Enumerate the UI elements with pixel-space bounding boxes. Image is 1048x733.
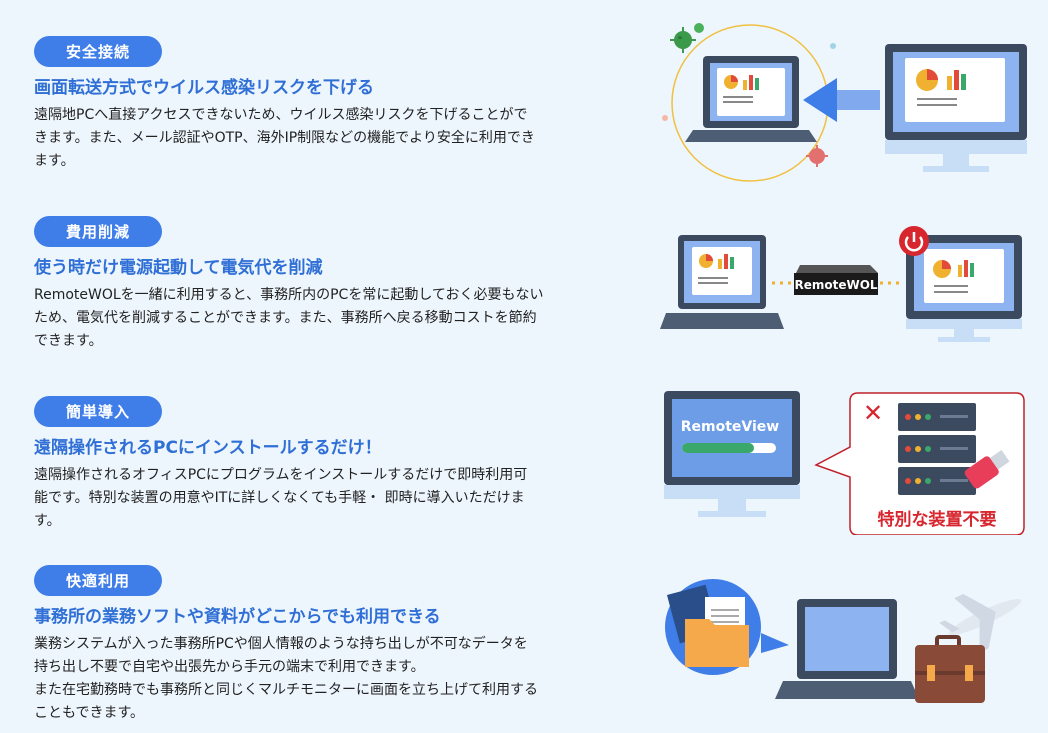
- feature-body: 業務システムが入った事務所PCや個人情報のような持ち出しが不可なデータを 持ち出…: [34, 636, 538, 721]
- monitor-icon: [906, 235, 1022, 342]
- feature-easy-install: 簡単導入 遠隔操作されるPCにインストールするだけ！ 遠隔操作されるオフィスPC…: [34, 396, 624, 533]
- comfortable-use-illustration: [665, 579, 1022, 703]
- x-mark-icon: ✕: [863, 399, 883, 427]
- feature-secure-connection: 安全接続 画面転送方式でウイルス感染リスクを下げる 遠隔地PCへ直接アクセスでき…: [34, 36, 624, 173]
- laptop-icon: [685, 56, 817, 142]
- callout-box: ✕ 特別な装置不要: [814, 392, 1025, 535]
- monitor-icon: RemoteView: [664, 391, 800, 517]
- feature-title: 使う時だけ電源起動して電気代を削減: [34, 258, 323, 278]
- power-icon: [899, 226, 929, 256]
- server-icon: [898, 403, 976, 495]
- monitor-icon: [885, 44, 1027, 172]
- feature-title: 遠隔操作されるPCにインストールするだけ！: [34, 438, 382, 458]
- remotewol-label: RemoteWOL: [794, 278, 877, 292]
- feature-comfortable-use: 快適利用 事務所の業務ソフトや資料がどこからでも利用できる 業務システムが入った…: [34, 565, 624, 725]
- feature-body: 遠隔地PCへ直接アクセスできないため、ウイルス感染リスクを下げることがで きます…: [34, 107, 535, 169]
- arrow-left-icon: [803, 78, 880, 122]
- laptop-icon: [775, 599, 919, 699]
- laptop-icon: [660, 235, 784, 329]
- folder-icon: [666, 584, 749, 667]
- easy-install-illustration: RemoteView ✕ 特別な装置不要: [664, 391, 1025, 535]
- airplane-icon: [939, 594, 1022, 653]
- secure-connection-illustration: [662, 23, 1027, 182]
- badge-cost: 費用削減: [34, 216, 162, 247]
- usb-drive-icon: [964, 450, 1010, 489]
- virus-icon: [806, 145, 828, 167]
- badge-comfort: 快適利用: [34, 565, 162, 596]
- remoteview-label: RemoteView: [681, 419, 780, 435]
- badge-easy: 簡単導入: [34, 396, 162, 427]
- no-device-label: 特別な装置不要: [878, 509, 997, 530]
- remotewol-device: RemoteWOL: [794, 265, 878, 295]
- install-progress-bar: [682, 443, 754, 453]
- feature-title: 画面転送方式でウイルス感染リスクを下げる: [34, 78, 374, 98]
- feature-body: 遠隔操作されるオフィスPCにプログラムをインストールするだけで即時利用可 能です…: [34, 467, 528, 529]
- briefcase-icon: [915, 635, 985, 703]
- badge-secure: 安全接続: [34, 36, 162, 67]
- cost-reduction-illustration: RemoteWOL: [660, 226, 1022, 342]
- virus-icon: [670, 27, 696, 53]
- feature-cost-reduction: 費用削減 使う時だけ電源起動して電気代を削減 RemoteWOLを一緒に利用する…: [34, 216, 624, 353]
- virus-icon: [694, 23, 704, 33]
- feature-body: RemoteWOLを一緒に利用すると、事務所内のPCを常に起動しておく必要もない…: [34, 287, 544, 349]
- feature-title: 事務所の業務ソフトや資料がどこからでも利用できる: [34, 607, 441, 627]
